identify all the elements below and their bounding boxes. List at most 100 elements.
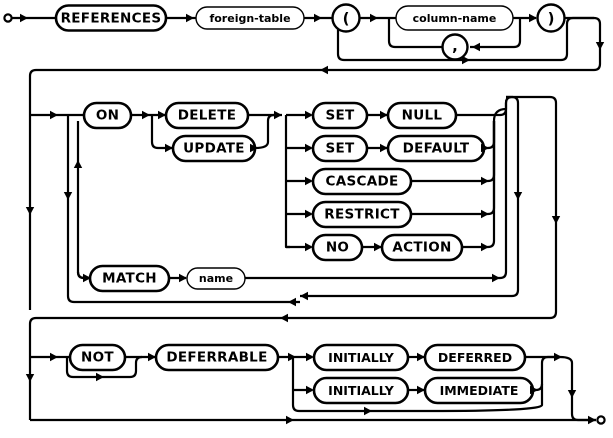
node-match-label: MATCH — [102, 271, 157, 287]
node-match: MATCH — [88, 264, 171, 293]
arrow-loop-back — [472, 42, 480, 52]
node-column-name: column-name — [395, 5, 514, 31]
node-deferrable-label: DEFERRABLE — [166, 350, 267, 366]
rail-initially-bypass-merge — [429, 384, 544, 413]
rail-row2-loopback-outer — [66, 115, 300, 304]
arrow-initially1-in — [306, 352, 314, 362]
arrow-row3-bypass — [286, 415, 294, 425]
node-no-action: NO ACTION — [311, 233, 464, 262]
arrow-match-out — [179, 273, 187, 283]
node-not: NOT — [68, 343, 127, 372]
arrow-lparen-out — [370, 13, 378, 23]
node-immediate-label: IMMEDIATE — [440, 383, 519, 398]
node-update-label: UPDATE — [183, 141, 245, 157]
arrow-action-branch — [274, 110, 282, 120]
node-cascade: CASCADE — [311, 167, 413, 196]
node-deferrable: DEFERRABLE — [154, 343, 280, 372]
rail-initially-bypass — [291, 357, 430, 413]
rail-row2-group-bypass — [28, 95, 558, 352]
arrow-ref-to-ftable — [186, 13, 194, 23]
arrow-action-5 — [305, 242, 313, 252]
node-delete: DELETE — [164, 101, 250, 130]
rail-row2-loop-inner — [76, 121, 85, 280]
node-rparen-label: ) — [548, 10, 555, 28]
arrow-paren-bypass — [462, 55, 470, 65]
arrow-row2-outer-down — [25, 207, 35, 215]
arrow-action-4 — [305, 209, 313, 219]
arrow-initially2-out — [417, 385, 425, 395]
arrow-row2-outer-back — [288, 297, 296, 307]
node-not-label: NOT — [81, 350, 114, 366]
node-set-null: SET NULL — [311, 101, 458, 130]
arrow-restrict-out — [481, 209, 489, 219]
arrow-cascade-out — [481, 176, 489, 186]
node-no-label: NO — [326, 240, 349, 256]
node-foreign-table: foreign-table — [195, 6, 305, 30]
node-restrict-label: RESTRICT — [324, 207, 400, 223]
rail-loop-right — [470, 18, 522, 49]
rail-not-bypass — [65, 355, 143, 379]
arrow-noaction-out — [481, 242, 489, 252]
arrow-action-3 — [305, 176, 313, 186]
arrow-not-to-deferrable — [148, 352, 156, 362]
arrow-action-2 — [305, 143, 313, 153]
arrow-initially-bypass — [364, 406, 372, 416]
rail-loop-left — [387, 18, 400, 49]
rail-bypass-join — [560, 16, 594, 62]
rail-row1-to-row2 — [28, 16, 602, 106]
arrow-update-out — [250, 143, 258, 153]
rail-paren-bypass — [336, 18, 561, 62]
node-set1-label: SET — [325, 108, 355, 124]
arrow-default-out — [481, 143, 489, 153]
arrow-row3-outer-down — [25, 374, 35, 382]
rail-default-out — [484, 121, 496, 150]
node-deferred-label: DEFERRED — [438, 350, 512, 365]
arrow-match-in — [83, 273, 91, 283]
node-initially-deferred: INITIALLY DEFERRED — [312, 343, 527, 372]
arrow-row2-inner-back — [300, 291, 308, 301]
arrow-row2-loop-up — [63, 192, 73, 200]
node-foreign-table-label: foreign-table — [209, 12, 290, 25]
arrow-row3-right-down — [567, 390, 577, 398]
rail-name-out — [245, 109, 508, 280]
start-marker — [3, 13, 13, 23]
node-set-default: SET DEFAULT — [311, 134, 486, 163]
arrow-row2-bypass-down — [551, 216, 561, 224]
node-comma: , — [441, 33, 469, 61]
arrow-row2-inner-down — [73, 160, 83, 168]
node-default-label: DEFAULT — [403, 141, 470, 157]
node-lparen: ( — [331, 3, 361, 33]
node-initially1-label: INITIALLY — [328, 350, 395, 365]
arrow-set1-out — [380, 110, 388, 120]
rail-right-a — [504, 95, 514, 109]
node-delete-label: DELETE — [178, 108, 236, 124]
arrow-row2-bypass-back — [280, 313, 288, 323]
node-on-label: ON — [96, 108, 119, 124]
arrow-set2-out — [380, 143, 388, 153]
arrow-col-out — [529, 13, 537, 23]
arrow-initially2-in — [306, 385, 314, 395]
arrow-row1-down — [595, 42, 605, 50]
node-lparen-label: ( — [343, 10, 350, 28]
arrow-delete-in — [158, 110, 166, 120]
node-references-label: REFERENCES — [61, 11, 162, 27]
arrow-row2-split — [50, 110, 58, 120]
arrow-row3-split — [50, 352, 58, 362]
arrow-no-out — [374, 242, 382, 252]
arrow-ftable-out — [314, 13, 322, 23]
node-null-label: NULL — [402, 108, 443, 124]
node-references: REFERENCES — [54, 4, 168, 32]
arrow-entry — [20, 13, 28, 23]
node-set2-label: SET — [325, 141, 355, 157]
node-restrict: RESTRICT — [311, 200, 413, 229]
node-update: UPDATE — [171, 134, 257, 163]
arrow-row1-back — [320, 65, 328, 75]
node-comma-label: , — [452, 37, 458, 55]
arrow-name-out — [492, 273, 500, 283]
rail-branch-to-update — [150, 115, 172, 150]
rail-actions-merge-top — [492, 107, 507, 122]
node-name-label: name — [199, 272, 233, 285]
node-on: ON — [82, 101, 133, 130]
node-action-label: ACTION — [392, 240, 451, 256]
